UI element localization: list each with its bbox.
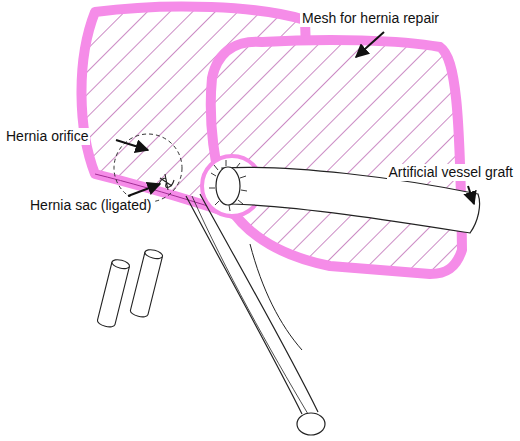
callout-label: Mesh for hernia repair — [300, 10, 441, 27]
callout-label: Hernia sac (ligated) — [28, 197, 153, 214]
callout-label: Hernia orifice — [4, 128, 90, 145]
callout-label: Artificial vessel graft — [387, 164, 515, 181]
testis — [297, 413, 325, 435]
suture-marks — [209, 160, 247, 211]
vessel-stump — [130, 248, 164, 318]
cord-line — [186, 196, 302, 414]
graft-opening — [216, 167, 240, 205]
hernia-sac — [158, 174, 174, 190]
cord-line — [200, 194, 318, 412]
leader-arrow — [468, 186, 474, 204]
mesh-right-ground — [211, 40, 462, 274]
leader-arrow — [116, 140, 148, 150]
leader-arrow — [128, 184, 160, 196]
vessel-stump — [97, 258, 131, 328]
leader-arrow — [356, 32, 384, 57]
hernia-orifice — [114, 134, 182, 202]
mesh-right — [211, 40, 462, 274]
tissue-line — [250, 244, 302, 350]
cord-line — [192, 196, 308, 414]
